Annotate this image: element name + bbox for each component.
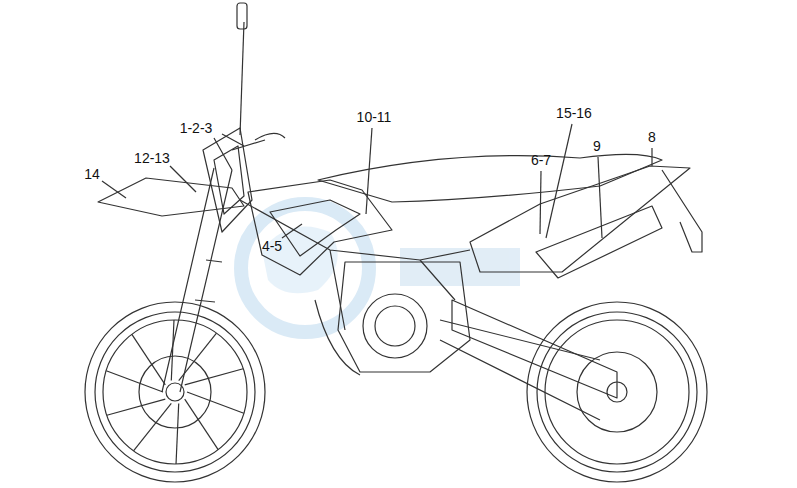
callout-number: 4-5 [262,239,282,253]
callout-number: 8 [648,130,656,144]
callout-number: 14 [84,167,100,181]
spoke [132,334,165,385]
spoke [185,399,218,450]
callout-number: 9 [593,139,601,153]
spoke [134,403,172,450]
spoke [176,403,179,464]
spoke [187,392,244,413]
callout-number: 6-7 [531,153,551,167]
callout-number: 15-16 [556,106,592,120]
callout-number: 1-2-3 [180,121,213,135]
callout-number: 10-11 [357,110,392,124]
spoke [106,371,163,392]
callout-number: 12-13 [134,151,170,165]
spoke [107,399,165,415]
spoke [185,369,243,385]
